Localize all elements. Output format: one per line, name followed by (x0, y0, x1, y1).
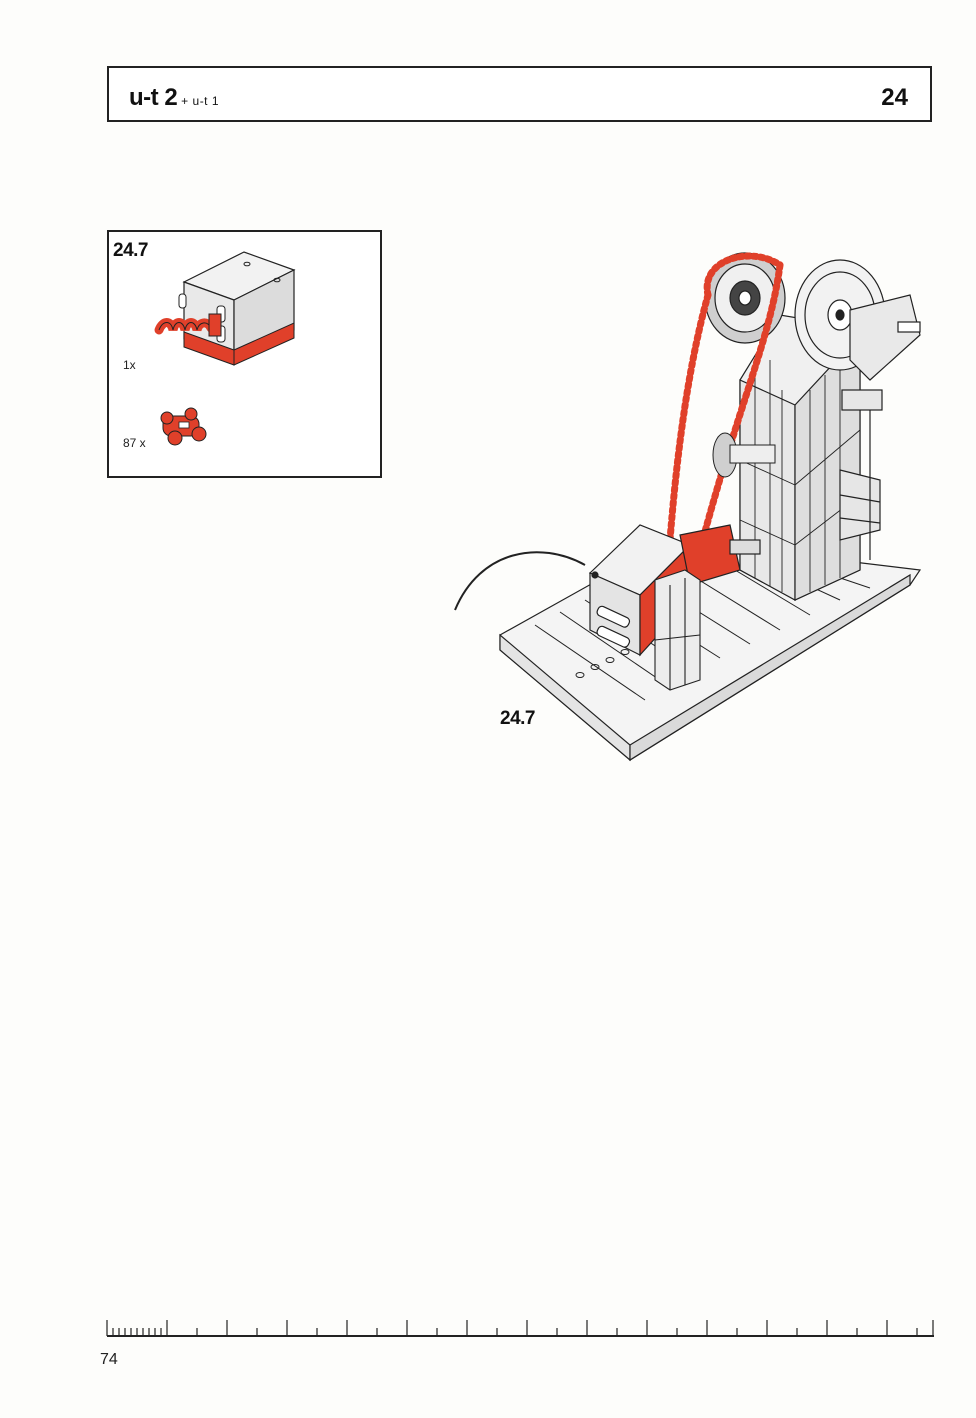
page-ruler (106, 1320, 934, 1337)
chain-link-icon (160, 407, 207, 446)
side-block (839, 469, 881, 541)
motor (588, 524, 761, 657)
model-subtitle: + u-t 1 (181, 94, 220, 108)
chapter-number: 24 (881, 84, 908, 111)
assembly-step-label: 24.7 (500, 708, 535, 729)
motor-cable (454, 551, 586, 611)
parts-list-box: 24.7 1x 87 x (107, 230, 382, 478)
chain-link-quantity: 87 x (123, 436, 146, 450)
model-title-text: u-t 2 (129, 84, 178, 111)
motor-icon (154, 251, 296, 366)
base-holes (575, 649, 630, 678)
parts-step-label: 24.7 (113, 240, 148, 261)
model-title: u-t 2+ u-t 1 (129, 84, 219, 112)
top-wheel (794, 259, 921, 560)
small-gear (712, 432, 776, 478)
motor-quantity: 1x (123, 358, 136, 372)
chain (666, 252, 784, 554)
header-box: u-t 2+ u-t 1 24 (107, 66, 932, 122)
motor-blocks (654, 569, 701, 691)
page-number: 74 (100, 1351, 118, 1368)
assembly-illustration (454, 252, 922, 762)
